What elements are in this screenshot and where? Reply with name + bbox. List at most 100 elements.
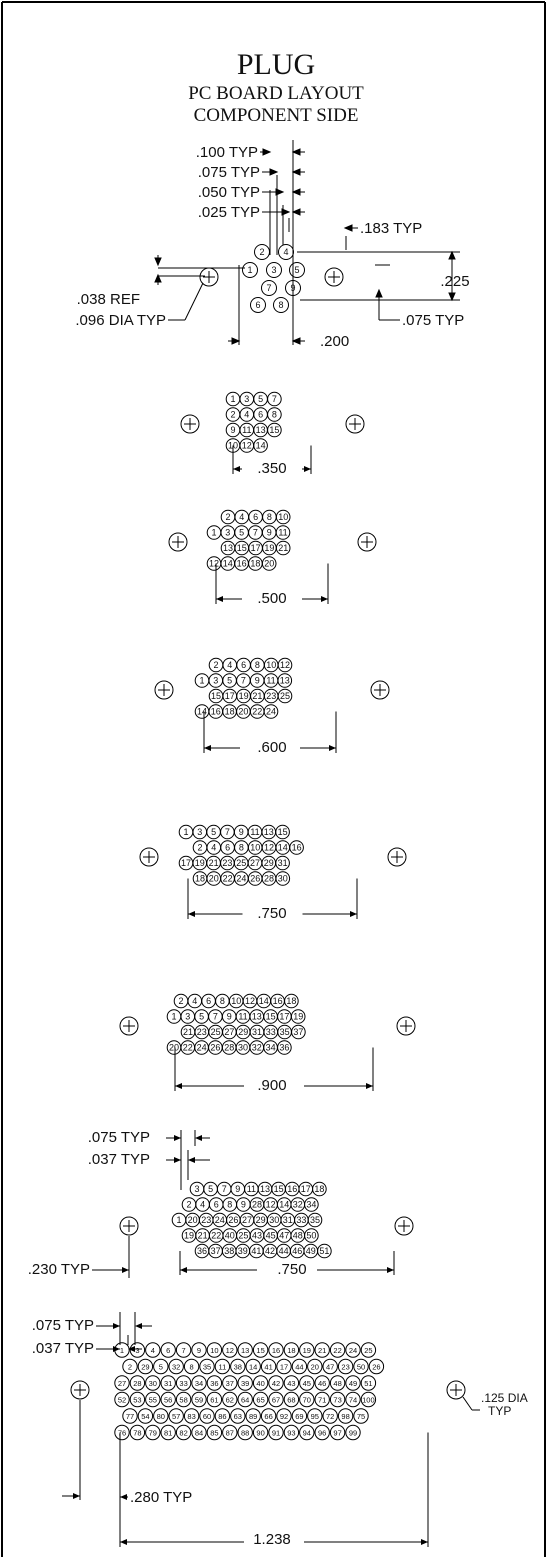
pin-outline [222,1424,238,1441]
pin-outline [199,1358,215,1375]
pin-outline [245,1358,261,1375]
pin-number: 19 [293,1012,303,1022]
title-pc-board-layout: PC BOARD LAYOUT [188,83,364,104]
pin-circle: 28 [261,871,277,886]
pin-circle: 9 [249,673,265,688]
pin-circle: 4 [187,993,203,1009]
pin-number: 95 [311,1412,319,1421]
pin-circle: 2 [173,993,189,1009]
arrowhead [304,466,311,472]
pin-number: 13 [256,425,266,435]
layout-1-dim: .350 [257,460,286,477]
pin-circle: 8 [267,407,282,422]
pin-number: 60 [203,1412,211,1421]
pin-circle: 95 [307,1408,323,1424]
pin-number: 39 [238,1246,248,1256]
pin-circle: 37 [291,1024,306,1040]
pin-circle: 4 [239,407,255,422]
pin-circle: 51 [360,1375,377,1391]
pin-circle: 25 [360,1342,377,1358]
pin-circle: 17 [178,855,194,871]
pin-outline [360,1375,377,1391]
pin-number: 30 [278,874,288,884]
pin-outline [268,1424,284,1441]
pin-circle: 99 [345,1424,361,1441]
pin-number: 39 [241,1379,249,1388]
pin-outline [114,1391,130,1408]
pin-number: 32 [172,1363,180,1372]
pin-circle: 30 [275,871,291,886]
pin-circle: 33 [263,1024,279,1040]
pin-circle: 88 [237,1424,253,1441]
pin-number: 8 [255,660,260,670]
pin-number: 18 [225,707,235,717]
pin-circle: 15 [252,1342,269,1358]
pin-outline [266,262,282,278]
pin-number: 11 [219,1363,227,1372]
pin-outline [291,1024,306,1040]
pin-circle: 12 [242,993,258,1009]
mount-hole-icon [357,532,377,552]
pin-circle: 19 [236,688,251,704]
pin-circle: 45 [299,1375,315,1391]
pin-number: 100 [362,1396,375,1405]
arrowhead [204,745,211,751]
pin-outline [175,1375,192,1391]
pin-number: 20 [169,1043,179,1053]
pin-circle: 25 [236,1228,251,1243]
pin-number: 14 [256,441,266,451]
pin-outline [291,1408,308,1424]
pin-number: 25 [238,1231,248,1241]
pin-number: 62 [226,1396,234,1405]
pin-outline [277,673,293,688]
pin-circle: 11 [235,1009,251,1024]
pin-number: 36 [197,1246,207,1256]
pin-number: 5 [199,1012,204,1022]
pin-circle: 9 [221,1009,237,1024]
arrowhead [233,466,240,472]
pin-number: 2 [186,1200,191,1210]
pin-circle: 5 [222,673,237,688]
pin-number: 36 [210,1379,218,1388]
pin-circle: 6 [253,407,268,422]
pin-number: 49 [349,1379,357,1388]
pin-number: 25 [280,691,290,701]
pin-number: 5 [239,528,244,538]
pin-outline [245,1408,261,1424]
pin-outline [277,657,293,673]
mount-hole-icon [139,847,159,867]
pin-outline [276,1408,292,1424]
pin-number: 16 [292,843,302,853]
pin-circle: 37 [208,1243,223,1259]
pin-number: 7 [253,528,258,538]
pin-circle: 77 [122,1408,138,1424]
pin-circle: 19 [262,540,277,556]
arrowhead [329,745,336,751]
pin-circle: 47 [322,1358,338,1375]
pin-circle: 25 [208,1024,223,1040]
pin-number: 3 [213,676,218,686]
pin-number: 42 [265,1246,275,1256]
pin-circle: 55 [145,1391,161,1408]
pin-number: 12 [209,559,219,569]
pin-circle: 11 [244,1181,259,1197]
pin-outline [237,1375,253,1391]
pin-number: 15 [269,425,279,435]
pin-number: 20 [238,707,248,717]
pin-outline [329,1342,346,1358]
pin-number: 51 [364,1379,372,1388]
pin-number: 6 [255,300,260,310]
arrowhead [175,1083,182,1089]
pin-number: 89 [249,1412,257,1421]
pin-outline [160,1375,176,1391]
pin-outline [222,1391,238,1408]
pin-number: 7 [222,1184,227,1194]
pin-number: 79 [149,1429,157,1438]
pin-outline [175,1342,192,1358]
pin-circle: 7 [236,673,251,688]
pin-number: 8 [267,512,272,522]
pin-outline [345,1391,361,1408]
pin-number: 3 [271,265,276,275]
